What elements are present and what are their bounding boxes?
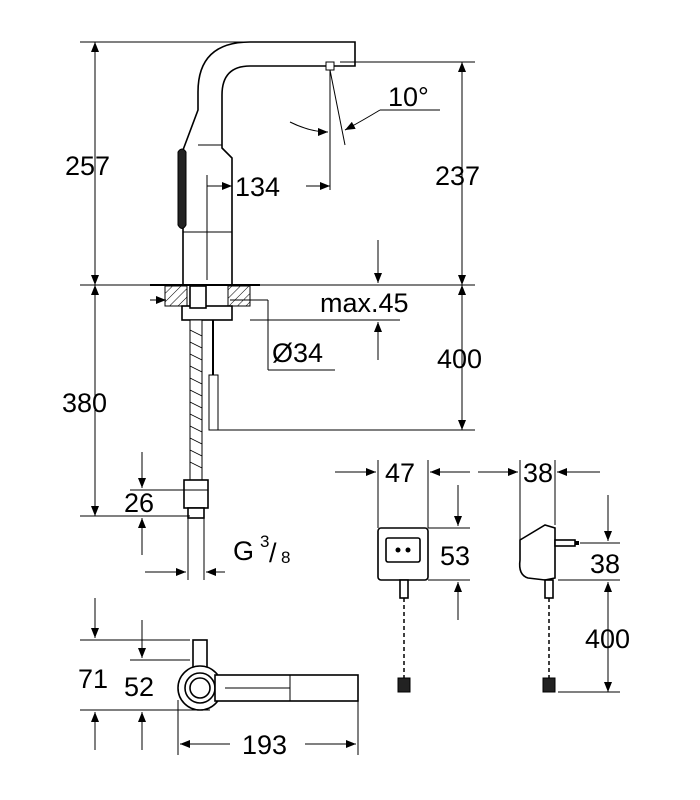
dim-10deg-label: 10° [388, 82, 429, 112]
dim-52-label: 52 [124, 672, 154, 702]
dim-plug-height: 38 [558, 495, 620, 620]
dim-adapter-width: 47 [335, 458, 470, 528]
dim-hole-diameter: Ø34 [150, 296, 335, 371]
dim-base-offset: 52 [124, 620, 190, 750]
dim-spout-angle: 10° [289, 69, 440, 146]
dim-adapter-height: 53 [428, 485, 470, 620]
dim-plug-depth: 38 [478, 458, 600, 540]
dim-237-label: 237 [435, 161, 480, 191]
sensor-cable [208, 320, 475, 431]
thread-g-label: G [233, 536, 254, 566]
dim-max45-label: max.45 [320, 288, 409, 318]
dim-38-depth-label: 38 [523, 458, 553, 488]
dim-spout-reach: 134 [206, 70, 331, 280]
dim-adapter-cable: 400 [558, 582, 630, 693]
dim-cable-length: 400 [437, 285, 482, 430]
dim-spout-height: 237 [260, 61, 480, 286]
dim-top-length: 193 [177, 700, 359, 760]
dim-134-label: 134 [235, 172, 280, 202]
dim-hose-length: 380 [62, 285, 190, 517]
dim-38-height-label: 38 [590, 549, 620, 579]
dim-base-depth: 71 [78, 598, 210, 750]
supply-hose [183, 319, 209, 519]
deck-section [150, 284, 260, 321]
dim-max-deck: max.45 [250, 240, 409, 360]
power-adapter-front [377, 527, 429, 693]
dim-47-label: 47 [385, 458, 415, 488]
dim-71-label: 71 [78, 664, 108, 694]
top-view [177, 639, 359, 711]
thread-slash: / [269, 538, 277, 568]
dim-400-adapter-label: 400 [585, 624, 630, 654]
dim-193-label: 193 [242, 730, 287, 760]
dim-257-label: 257 [65, 151, 110, 181]
dim-53-label: 53 [440, 541, 470, 571]
power-adapter-side [518, 524, 579, 693]
faucet-body [177, 41, 356, 286]
thread-denominator: 8 [281, 548, 290, 567]
dim-d34-label: Ø34 [272, 338, 323, 368]
dim-380-label: 380 [62, 388, 107, 418]
thread-numerator: 3 [260, 532, 269, 551]
dim-400-cable-label: 400 [437, 344, 482, 374]
dim-26-label: 26 [124, 488, 154, 518]
dim-thread: G 3 / 8 [145, 518, 290, 580]
dim-connector-length: 26 [124, 452, 186, 555]
